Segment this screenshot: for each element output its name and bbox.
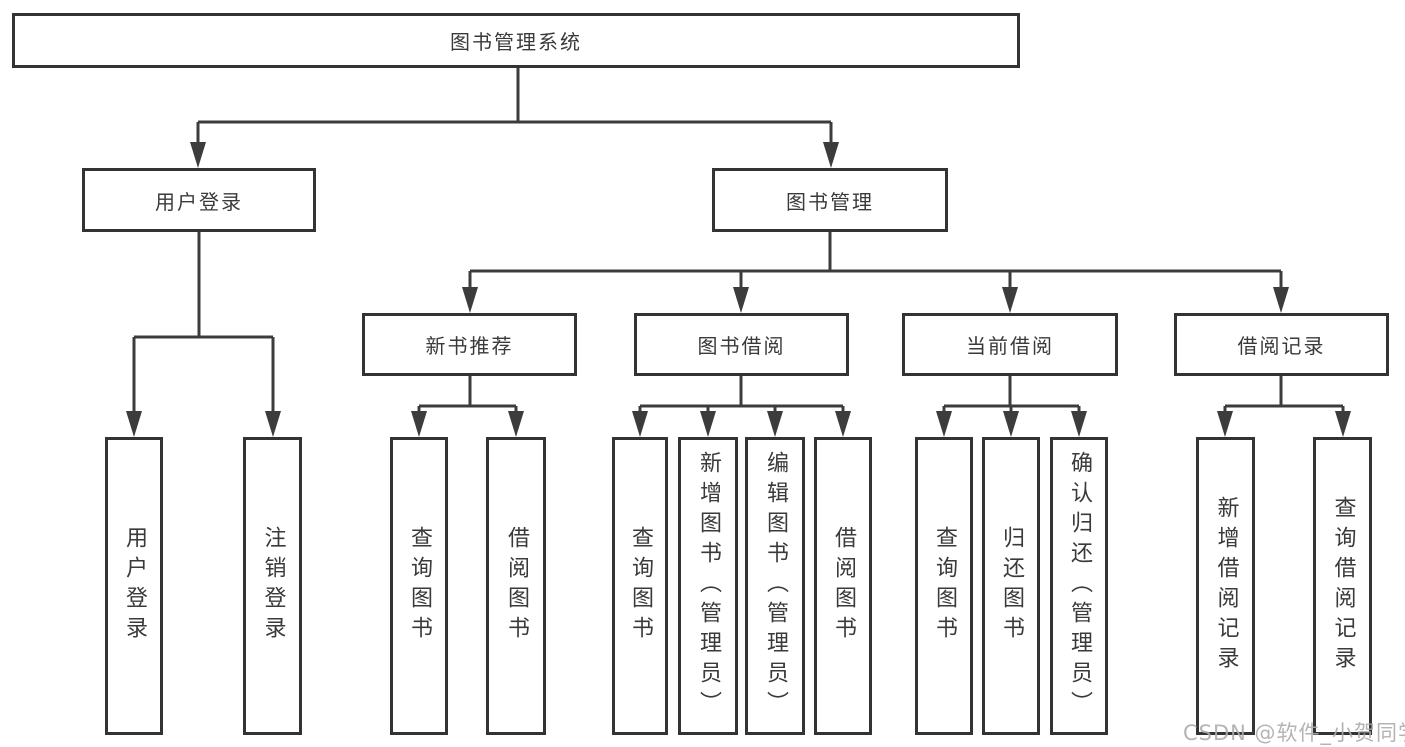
node-book-mgmt: 图书管理 (712, 168, 948, 232)
leaf-bb-borrow-books-label: 借阅图书 (831, 526, 856, 646)
arrowhead (1217, 411, 1233, 437)
arrowhead (936, 411, 952, 437)
leaf-bb-borrow-books: 借阅图书 (814, 437, 872, 735)
arrowhead (1335, 411, 1351, 437)
leaf-cb-query-books: 查询图书 (915, 437, 973, 735)
leaf-bb-query-books-label: 查询图书 (628, 526, 653, 646)
edge-borrow-records-to-leaves (1217, 376, 1351, 437)
leaf-br-query-record: 查询借阅记录 (1313, 437, 1372, 735)
arrowhead (1003, 411, 1019, 437)
arrowhead (767, 411, 783, 437)
leaf-user-login: 用户登录 (105, 437, 163, 735)
arrowhead (1071, 411, 1087, 437)
arrowhead (835, 411, 851, 437)
arrowhead (190, 142, 206, 168)
leaf-bb-edit-books-admin: 编辑图书（管理员） (745, 437, 805, 735)
leaf-bb-add-books-admin-label: 新增图书（管理员） (696, 451, 721, 721)
edge-user-login-to-leaves (126, 231, 281, 437)
node-user-login-label: 用户登录 (155, 189, 243, 214)
arrowhead (508, 411, 524, 437)
leaf-rec-borrow-books-label: 借阅图书 (504, 526, 529, 646)
edge-root-to-level2 (190, 67, 839, 168)
leaf-cb-confirm-return-admin: 确认归还（管理员） (1050, 437, 1108, 735)
node-new-book-rec-label: 新书推荐 (425, 334, 514, 358)
leaf-logout-label: 注销登录 (260, 526, 286, 646)
arrowhead (126, 411, 142, 437)
leaf-br-add-record-label: 新增借阅记录 (1213, 496, 1239, 676)
leaf-bb-edit-books-admin-label: 编辑图书（管理员） (763, 451, 788, 721)
arrowhead (700, 411, 716, 437)
leaf-user-login-label: 用户登录 (122, 526, 147, 646)
node-borrow-records: 借阅记录 (1174, 313, 1389, 376)
leaf-logout: 注销登录 (243, 437, 302, 735)
leaf-cb-query-books-label: 查询图书 (932, 526, 957, 646)
arrowhead (411, 411, 427, 437)
node-book-borrow: 图书借阅 (634, 313, 849, 376)
edge-book-mgmt-to-level3 (462, 231, 1289, 313)
arrowhead (632, 411, 648, 437)
arrowhead (823, 142, 839, 168)
leaf-cb-confirm-return-admin-label: 确认归还（管理员） (1067, 451, 1092, 721)
node-book-mgmt-label: 图书管理 (786, 189, 874, 214)
leaf-rec-borrow-books: 借阅图书 (486, 437, 546, 735)
edge-new-book-rec-to-leaves (411, 376, 524, 437)
edge-current-borrow-to-leaves (936, 376, 1087, 437)
node-book-borrow-label: 图书借阅 (697, 334, 786, 358)
leaf-cb-return-books-label: 归还图书 (999, 526, 1024, 646)
node-root: 图书管理系统 (12, 13, 1020, 68)
leaf-rec-query-books-label: 查询图书 (407, 526, 432, 646)
leaf-rec-query-books: 查询图书 (390, 437, 448, 735)
arrowhead (462, 287, 478, 313)
node-current-borrow: 当前借阅 (902, 313, 1118, 376)
arrowhead (733, 287, 749, 313)
leaf-bb-query-books: 查询图书 (612, 437, 668, 735)
arrowhead (1273, 287, 1289, 313)
node-user-login: 用户登录 (82, 168, 316, 232)
arrowhead (265, 411, 281, 437)
leaf-br-add-record: 新增借阅记录 (1196, 437, 1255, 735)
node-borrow-records-label: 借阅记录 (1237, 334, 1326, 358)
leaf-bb-add-books-admin: 新增图书（管理员） (678, 437, 738, 735)
edge-book-borrow-to-leaves (632, 376, 851, 437)
node-new-book-rec: 新书推荐 (362, 313, 577, 376)
arrowhead (1002, 287, 1018, 313)
node-root-label: 图书管理系统 (450, 30, 582, 54)
leaf-br-query-record-label: 查询借阅记录 (1330, 496, 1356, 676)
leaf-cb-return-books: 归还图书 (982, 437, 1040, 735)
node-current-borrow-label: 当前借阅 (966, 334, 1054, 358)
csdn-watermark: CSDN @软件_小贺同学 (1183, 721, 1405, 745)
